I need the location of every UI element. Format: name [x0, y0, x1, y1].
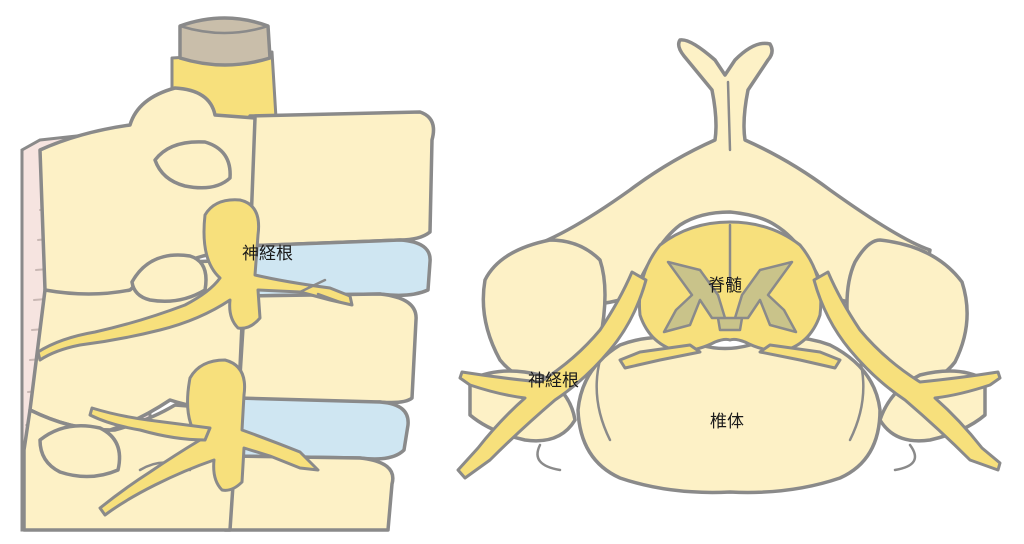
- upper-nerve-root: [36, 198, 354, 362]
- nerve-root-connector: [618, 343, 842, 370]
- spinous-process: [518, 38, 932, 307]
- side-nerve-root-label: 神経根: [242, 244, 293, 264]
- upper-vertebral-body: [243, 110, 436, 248]
- vertebral-body: [576, 335, 882, 495]
- top-view: [456, 38, 1002, 495]
- right-nerve-root: [812, 270, 1002, 472]
- gray-matter: [662, 260, 798, 334]
- middle-vertebral-body: [236, 292, 418, 410]
- vertebral-body-label: 椎体: [710, 412, 744, 432]
- middle-articular-process: [130, 253, 208, 303]
- spinal-cord-label: 脊髄: [708, 276, 742, 296]
- top-nerve-root-label: 神経根: [528, 371, 579, 391]
- left-nerve-root: [456, 270, 648, 480]
- spinous-process-midline: [726, 80, 732, 152]
- lower-nerve-upper-branch: [88, 406, 212, 442]
- upper-nerve-branch: [298, 278, 342, 304]
- lower-nerve-root: [98, 358, 320, 517]
- side-view: [20, 16, 436, 532]
- lower-vertebral-body: [223, 454, 395, 532]
- upper-articular-process: [153, 140, 232, 190]
- lower-articular-process: [38, 424, 122, 479]
- cut-spinal-cord-cap: [178, 16, 272, 67]
